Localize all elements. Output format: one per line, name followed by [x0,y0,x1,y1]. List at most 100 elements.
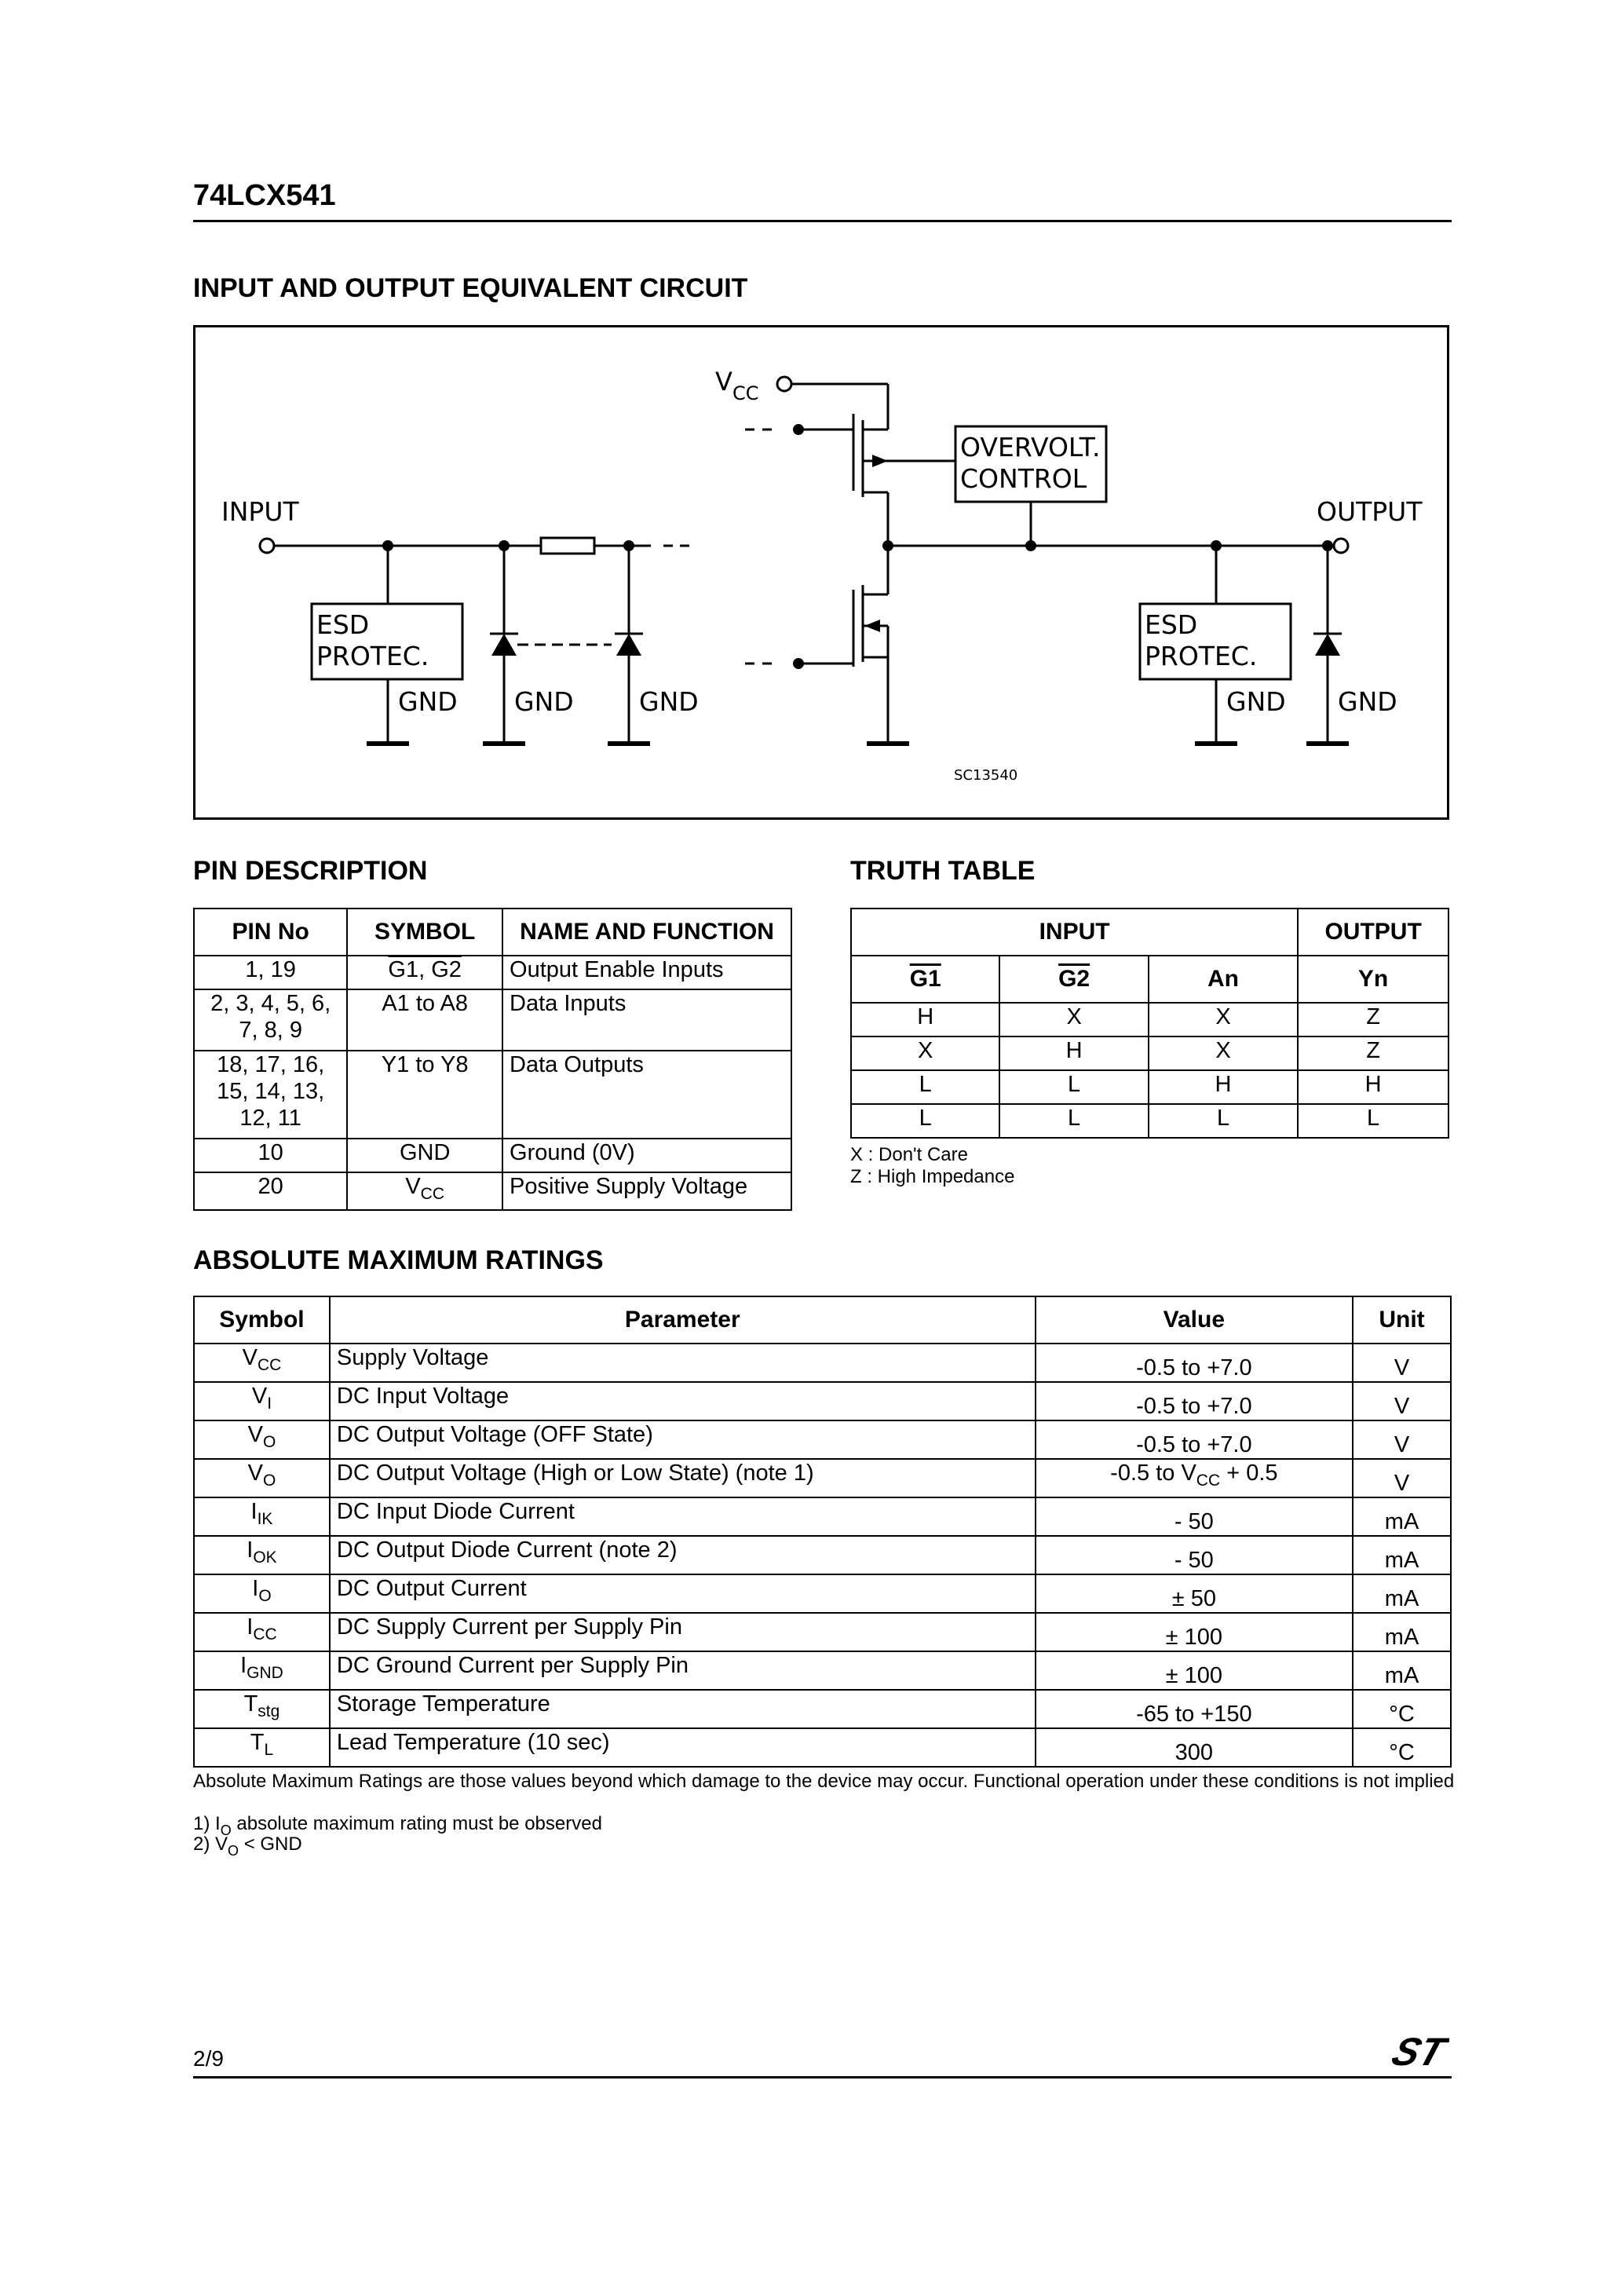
vcc-label-sub: CC [732,382,759,404]
rating-unit: mA [1352,1574,1452,1614]
rating-value: -0.5 to VCC + 0.5 [1034,1458,1354,1498]
truth-group-input: INPUT [849,908,1299,956]
rating-unit: mA [1352,1612,1452,1652]
ratings-header-value: Value [1034,1296,1354,1344]
rating-symbol: Tstg [193,1689,331,1729]
rating-value: -0.5 to +7.0 [1034,1381,1354,1421]
page-number: 2/9 [193,2046,224,2071]
vcc-label: V [715,367,732,397]
table-row: 18, 17, 16, 15, 14, 13, 12, 11 Y1 to Y8 … [192,1050,792,1139]
rating-parameter: DC Output Voltage (OFF State) [328,1420,1036,1460]
ratings-footnote-2: 2) VO < GND [193,1834,302,1859]
pin-number: 10 [192,1138,349,1173]
rating-value: ± 50 [1034,1574,1354,1614]
rating-parameter: Supply Voltage [328,1343,1036,1383]
pin-symbol: Y1 to Y8 [346,1050,504,1139]
pin-number: 20 [192,1172,349,1211]
esd-left-label-1: ESD [316,609,369,640]
table-row: L L H H [849,1069,1449,1105]
rating-symbol: VO [193,1458,331,1498]
diagram-code: SC13540 [954,767,1017,784]
rating-value: - 50 [1034,1535,1354,1575]
ratings-header-parameter: Parameter [328,1296,1036,1344]
pin-symbol: A1 to A8 [346,989,504,1051]
gnd-label: GND [1226,686,1286,717]
page-title: 74LCX541 [193,179,336,212]
rating-symbol: IO [193,1574,331,1614]
esd-right-label-2: PROTEC. [1145,641,1257,671]
overvolt-label-1: OVERVOLT. [960,432,1101,462]
truth-header-g1: G1 [849,955,1001,1004]
rating-value: - 50 [1034,1497,1354,1537]
rating-unit: V [1352,1381,1452,1421]
gnd-label: GND [398,686,458,717]
rating-symbol: IGND [193,1651,331,1691]
rating-parameter: DC Supply Current per Supply Pin [328,1612,1036,1652]
truth-cell: H [1297,1069,1449,1105]
pin-function: Output Enable Inputs [502,955,792,990]
truth-cell: X [1147,1036,1299,1071]
pin-header-pin: PIN No [192,908,349,956]
rating-parameter: Lead Temperature (10 sec) [328,1727,1036,1768]
rating-value: 300 [1034,1727,1354,1768]
table-row: 20 VCC Positive Supply Voltage [192,1172,792,1211]
rating-unit: V [1352,1420,1452,1460]
rating-value: ± 100 [1034,1651,1354,1691]
rating-value: -0.5 to +7.0 [1034,1420,1354,1460]
table-row: L L L L [849,1103,1449,1139]
table-row: 1, 19 G1, G2 Output Enable Inputs [192,955,792,990]
overvolt-label-2: CONTROL [960,463,1087,494]
gnd-label: GND [514,686,574,717]
pin-description-title: PIN DESCRIPTION [193,856,428,886]
rating-unit: V [1352,1343,1452,1383]
pin-number: 18, 17, 16, 15, 14, 13, 12, 11 [192,1050,349,1139]
truth-cell: L [849,1069,1001,1105]
pin-header-function: NAME AND FUNCTION [502,908,792,956]
rating-parameter: DC Output Current [328,1574,1036,1614]
rating-symbol: VCC [193,1343,331,1383]
truth-note-high-impedance: Z : High Impedance [850,1166,1015,1187]
truth-table: INPUT OUTPUT G1 G2 An Yn H X X Z X H X Z… [849,908,1449,1139]
rating-unit: °C [1352,1727,1452,1768]
pin-function: Data Inputs [502,989,792,1051]
rating-parameter: DC Output Diode Current (note 2) [328,1535,1036,1575]
rating-value: ± 100 [1034,1612,1354,1652]
ratings-header-symbol: Symbol [193,1296,331,1344]
table-row: 2, 3, 4, 5, 6, 7, 8, 9 A1 to A8 Data Inp… [192,989,792,1051]
truth-cell: L [849,1103,1001,1139]
input-label: INPUT [221,496,299,527]
circuit-diagram-frame: V CC INPUT OUTPUT OVERVOLT. CONTROL ESD … [193,325,1449,820]
pin-function: Data Outputs [502,1050,792,1139]
rating-unit: °C [1352,1689,1452,1729]
rating-value: -0.5 to +7.0 [1034,1343,1354,1383]
pin-symbol: VCC [346,1172,504,1211]
pin-function: Positive Supply Voltage [502,1172,792,1211]
pin-number: 2, 3, 4, 5, 6, 7, 8, 9 [192,989,349,1051]
rating-unit: mA [1352,1651,1452,1691]
footer-divider [193,2076,1452,2078]
ratings-header-unit: Unit [1352,1296,1452,1344]
truth-cell: L [999,1103,1149,1139]
pin-function: Ground (0V) [502,1138,792,1173]
output-label: OUTPUT [1317,496,1423,527]
truth-note-dont-care: X : Don't Care [850,1144,968,1165]
ratings-footnote-main: Absolute Maximum Ratings are those value… [193,1771,1455,1792]
truth-cell: X [999,1002,1149,1037]
rating-symbol: VI [193,1381,331,1421]
rating-symbol: ICC [193,1612,331,1652]
truth-cell: L [1147,1103,1299,1139]
rating-parameter: DC Input Diode Current [328,1497,1036,1537]
rating-parameter: Storage Temperature [328,1689,1036,1729]
rating-parameter: DC Ground Current per Supply Pin [328,1651,1036,1691]
rating-unit: mA [1352,1535,1452,1575]
esd-right-label-1: ESD [1145,609,1197,640]
rating-unit: V [1352,1458,1452,1498]
